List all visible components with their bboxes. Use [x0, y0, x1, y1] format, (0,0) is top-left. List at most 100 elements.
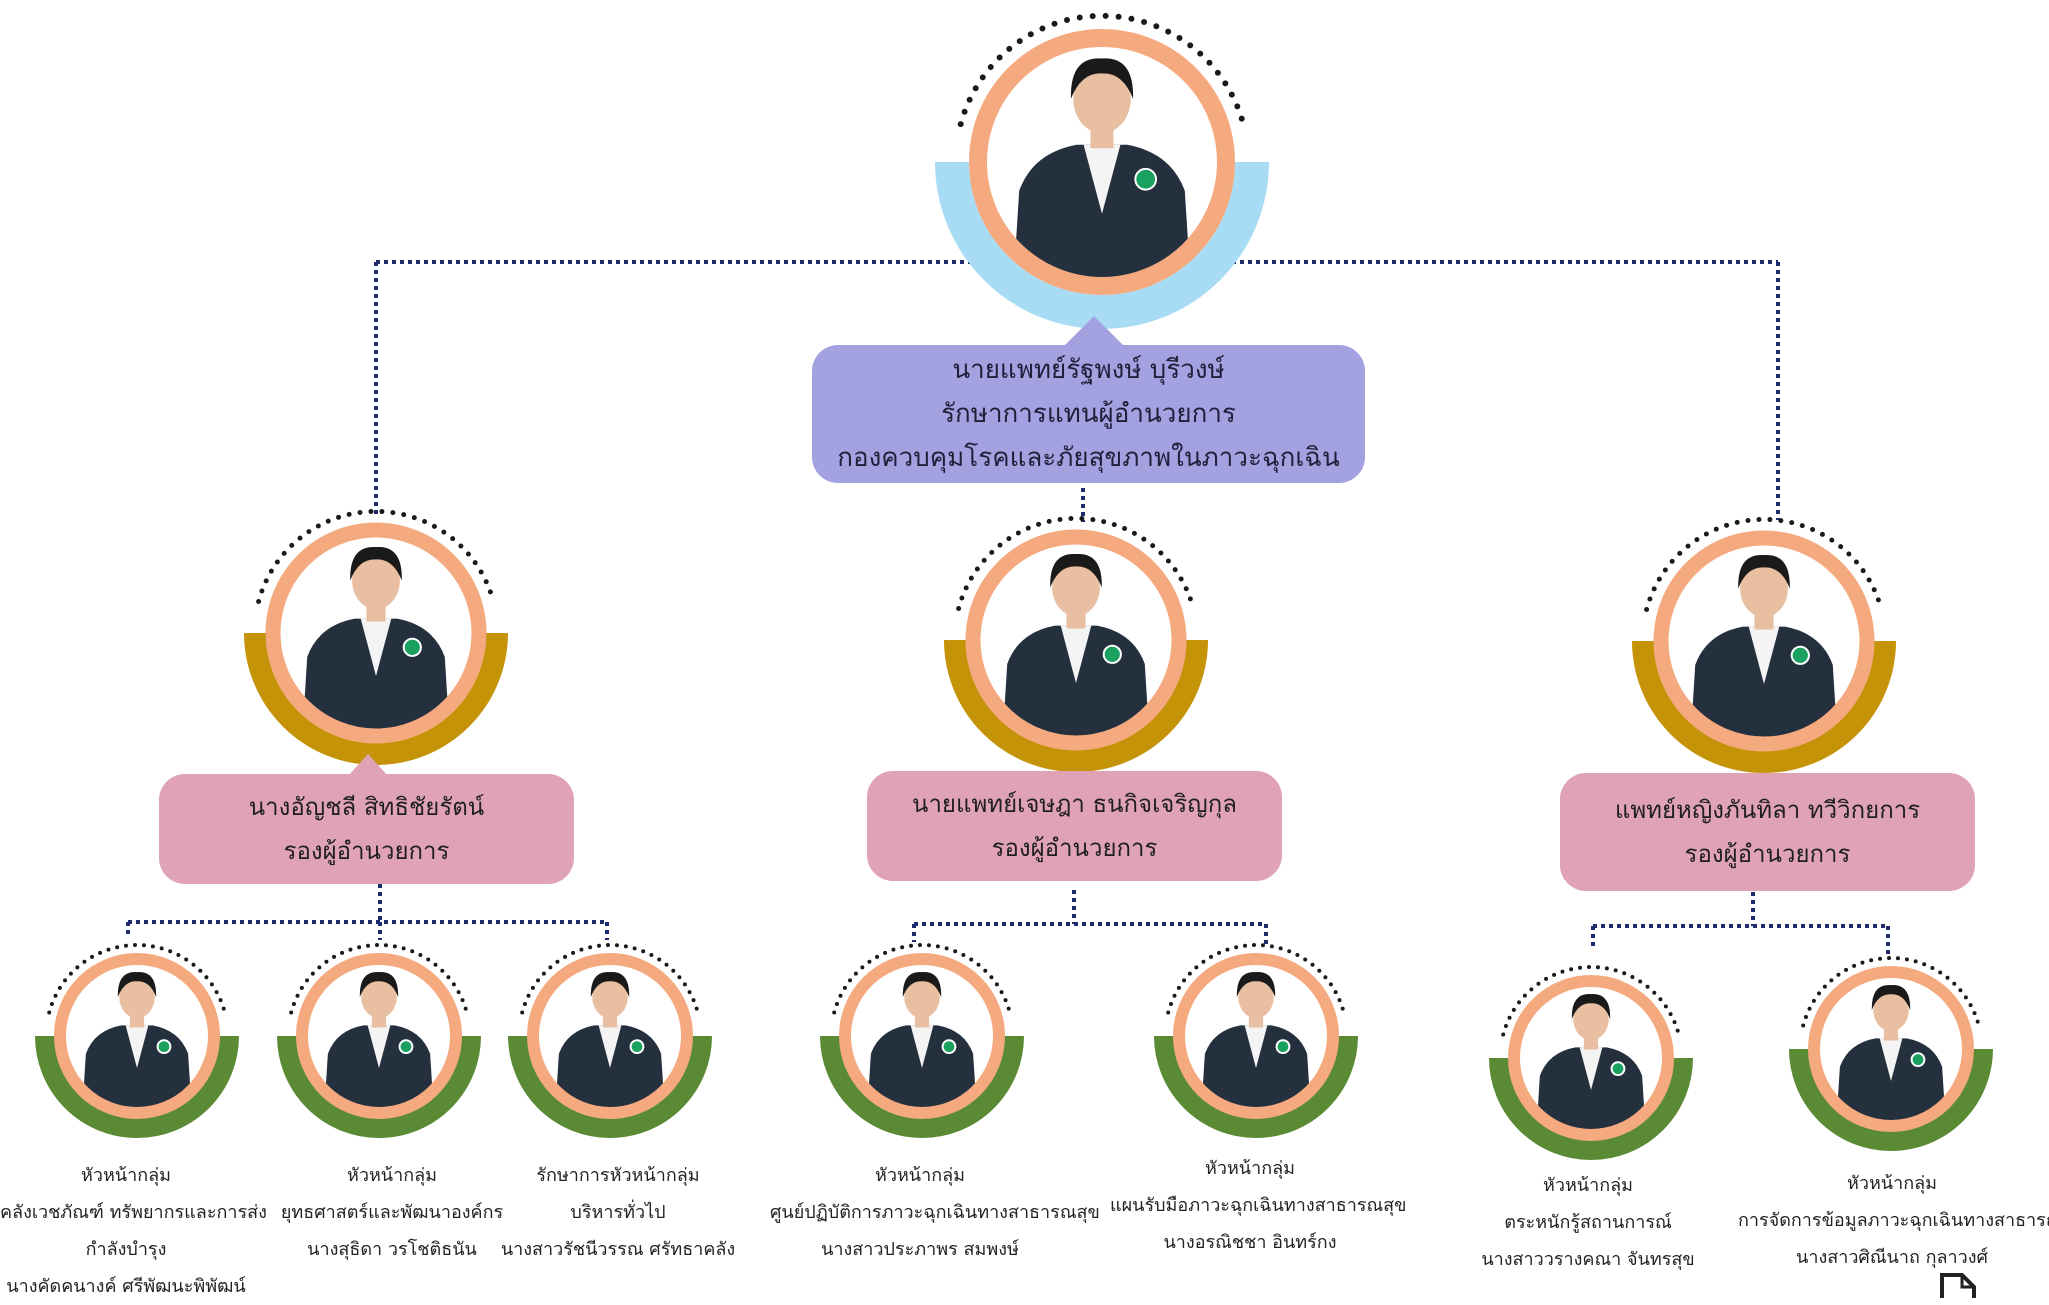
- head-7-portrait-neck: [1883, 1029, 1899, 1041]
- deputy-box-1: นางอัญชลี สิทธิชัยรัตน์ รองผู้อำนวยการ: [159, 774, 574, 884]
- deputy-1-portrait-photo: [301, 546, 451, 731]
- head-5-portrait-head: [1238, 975, 1274, 1019]
- head-label-5: หัวหน้ากลุ่ม แผนรับมือภาวะฉุกเฉินทางสาธา…: [1110, 1150, 1406, 1261]
- head-6-portrait-arc: [1489, 1057, 1693, 1160]
- deputy-2-portrait: [944, 515, 1208, 772]
- director-box: นายแพทย์รัฐพงษ์ บุรีวงษ์ รักษาการแทนผู้อ…: [812, 345, 1365, 483]
- deputy-1-portrait-ring: [265, 522, 487, 744]
- head-2-portrait-dots: [289, 943, 469, 1015]
- connector-line-7: [1591, 892, 1890, 954]
- connectors: [126, 260, 1890, 954]
- head-7-name: นางสาวศิณีนาถ กุลาวงศ์: [1796, 1247, 1988, 1268]
- head-1-portrait-photo: [81, 972, 193, 1109]
- head-5-portrait-photo: [1200, 972, 1312, 1109]
- head-6-portrait-shirt: [1579, 1047, 1603, 1090]
- head-6-portrait-ring: [1508, 975, 1674, 1141]
- director-portrait-hair: [1070, 58, 1134, 99]
- director-title: รักษาการแทนผู้อำนวยการ: [941, 399, 1236, 429]
- head-2-role: หัวหน้ากลุ่ม: [346, 1165, 438, 1186]
- director-name: นายแพทย์รัฐพงษ์ บุรีวงษ์: [952, 355, 1225, 385]
- head-label-4: หัวหน้ากลุ่ม ศูนย์ปฏิบัติการภาวะฉุกเฉินท…: [770, 1157, 1100, 1268]
- director-portrait-head: [1073, 64, 1131, 134]
- head-1-portrait-arc: [35, 1035, 239, 1138]
- deputy-2-portrait-hair: [1050, 553, 1102, 588]
- head-5-portrait-badge: [1275, 1039, 1291, 1055]
- head-7-portrait-head: [1873, 988, 1909, 1032]
- head-label-7: หัวหน้ากลุ่ม การจัดการข้อมูลภาวะฉุกเฉินท…: [1738, 1165, 2049, 1276]
- deputy-1-portrait-shirt: [360, 618, 392, 676]
- deputy-1-portrait-arc: [244, 632, 508, 765]
- head-7-portrait-hair: [1871, 985, 1911, 1010]
- deputy-box-2: นายแพทย์เจษฎา ธนกิจเจริญกุล รองผู้อำนวยก…: [867, 771, 1282, 881]
- deputy-1-portrait-head: [352, 551, 400, 610]
- director-portrait-shirt: [1083, 144, 1121, 214]
- head-1-name: นางคัดคนางค์ ศรีพัฒนะพิพัฒน์: [6, 1276, 246, 1297]
- head-4-portrait-dots: [832, 943, 1012, 1015]
- head-7-portrait-dots: [1801, 956, 1981, 1028]
- deputy-3-portrait-shirt: [1748, 626, 1780, 684]
- deputy-3-portrait-neck: [1754, 614, 1774, 630]
- deputy-2-title: รองผู้อำนวยการ: [991, 834, 1158, 862]
- head-2-portrait: [277, 943, 481, 1138]
- head-2-portrait-ring: [296, 953, 462, 1119]
- head-3-portrait-ring: [527, 953, 693, 1119]
- head-6-portrait-neck: [1583, 1038, 1599, 1050]
- head-4-portrait-neck: [914, 1016, 930, 1028]
- deputy-1-title: รองผู้อำนวยการ: [283, 837, 450, 865]
- head-2-portrait-badge: [398, 1039, 414, 1055]
- head-1-portrait-hair: [117, 972, 157, 997]
- head-7-group: การจัดการข้อมูลภาวะฉุกเฉินทางสาธารณสุข: [1738, 1210, 2049, 1231]
- head-1-portrait: [35, 943, 239, 1138]
- deputy-1-pointer: [348, 754, 388, 776]
- head-6-portrait-badge: [1610, 1061, 1626, 1077]
- head-5-portrait-arc: [1154, 1035, 1358, 1138]
- deputy-1-portrait: [244, 508, 508, 765]
- head-6-name: นางสาววรางคณา จันทรสุข: [1481, 1249, 1695, 1270]
- head-2-portrait-arc: [277, 1035, 481, 1138]
- head-3-portrait-photo: [554, 972, 666, 1109]
- head-3-portrait-hair: [590, 972, 630, 997]
- head-7-portrait-arc: [1789, 1048, 1993, 1151]
- head-7-portrait-badge: [1910, 1052, 1926, 1068]
- director-portrait-neck: [1090, 129, 1114, 149]
- head-4-portrait-ring: [839, 953, 1005, 1119]
- head-2-portrait-neck: [371, 1016, 387, 1028]
- director-portrait-dots: [957, 12, 1247, 128]
- head-3-portrait-dots: [520, 943, 700, 1015]
- portraits: [35, 12, 1993, 1160]
- head-6-portrait-head: [1573, 997, 1609, 1041]
- head-1-group: คลังเวชภัณฑ์ ทรัพยากรและการส่ง: [0, 1202, 267, 1223]
- director-division: กองควบคุมโรคและภัยสุขภาพในภาวะฉุกเฉิน: [837, 443, 1340, 473]
- deputy-3-portrait-head: [1740, 559, 1788, 618]
- head-label-1: หัวหน้ากลุ่ม คลังเวชภัณฑ์ ทรัพยากรและการ…: [0, 1157, 267, 1305]
- head-3-name: นางสาวรัชนีวรรณ ศรัทธาคลัง: [500, 1239, 736, 1260]
- deputy-3-portrait-arc: [1632, 640, 1896, 773]
- head-7-role: หัวหน้ากลุ่ม: [1846, 1173, 1938, 1194]
- director-portrait-badge: [1134, 167, 1158, 191]
- head-4-portrait-hair: [902, 972, 942, 997]
- head-6-portrait-dots: [1501, 965, 1681, 1037]
- deputy-2-portrait-photo: [1001, 553, 1151, 738]
- head-5-portrait-ring: [1173, 953, 1339, 1119]
- head-6-portrait: [1489, 965, 1693, 1160]
- head-4-portrait-badge: [941, 1039, 957, 1055]
- head-label-6: หัวหน้ากลุ่ม ตระหนักรู้สถานการณ์ นางสาวว…: [1468, 1167, 1708, 1278]
- head-4-portrait: [820, 943, 1024, 1138]
- head-1-portrait-dots: [47, 943, 227, 1015]
- head-7-portrait-photo: [1835, 985, 1947, 1122]
- director-portrait-ring: [969, 29, 1235, 295]
- document-icon: [1940, 1273, 1976, 1298]
- head-2-name: นางสุธิดา วรโชติธนัน: [307, 1239, 477, 1260]
- deputy-3-name: แพทย์หญิงภันทิลา ทวีวิกยการ: [1614, 796, 1921, 824]
- head-6-portrait-photo: [1535, 994, 1647, 1131]
- head-2-portrait-head: [361, 975, 397, 1019]
- head-3-portrait-neck: [602, 1016, 618, 1028]
- head-2-portrait-shirt: [367, 1025, 391, 1068]
- head-5-name: นางอรณิชชา อินทร์กง: [1163, 1232, 1337, 1253]
- deputy-1-name: นางอัญชลี สิทธิชัยรัตน์: [248, 793, 485, 821]
- head-label-3: รักษาการหัวหน้ากลุ่ม บริหารทั่วไป นางสาว…: [500, 1157, 736, 1268]
- director-box-pointer: [1064, 316, 1124, 346]
- connector-line-6: [912, 890, 1268, 944]
- head-6-role: หัวหน้ากลุ่ม: [1542, 1175, 1634, 1196]
